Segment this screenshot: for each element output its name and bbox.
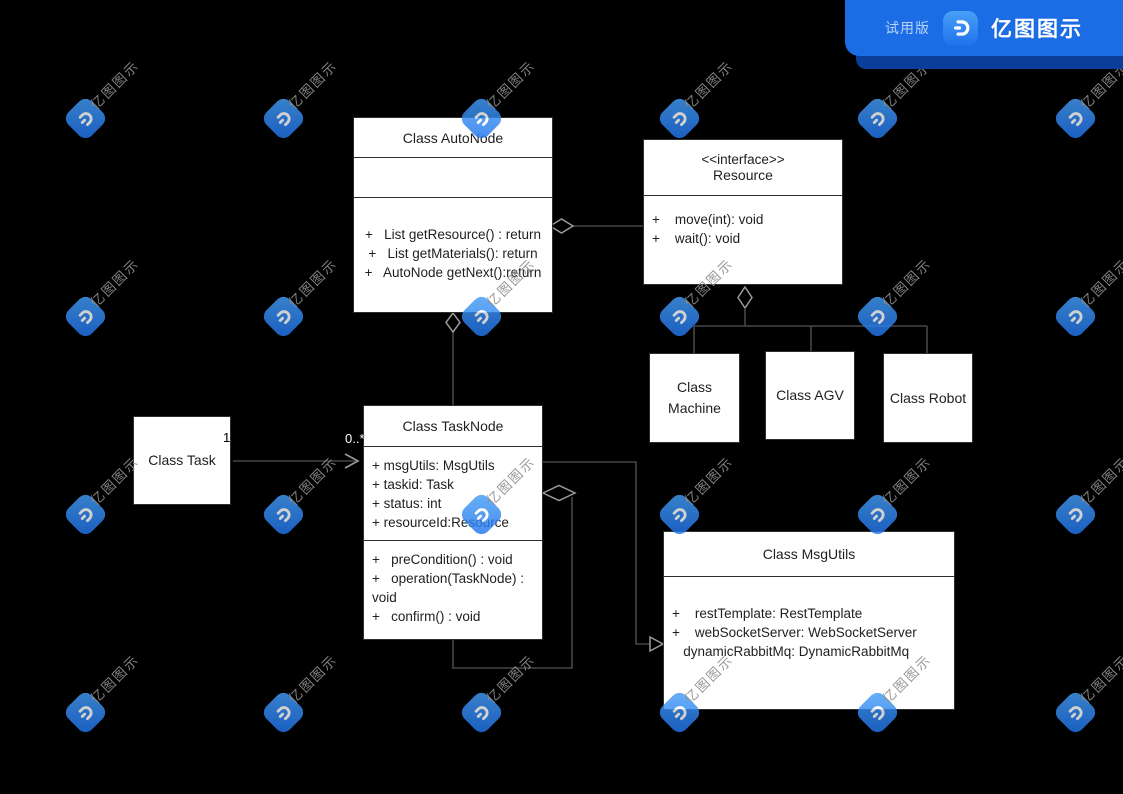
class-title: Class TaskNode [364, 406, 542, 447]
member-line: + wait(): void [652, 231, 741, 246]
multiplicity-label-many: 0..* [345, 431, 365, 446]
member-line: void [372, 590, 397, 605]
app-name-label: 亿图图示 [991, 18, 1083, 41]
class-box-machine[interactable]: Class Machine [649, 353, 740, 443]
class-title: Class Robot [889, 389, 967, 406]
member-line: + confirm() : void [372, 609, 481, 624]
aggregation-autonode-resource[interactable] [548, 218, 643, 234]
badge-shadow [856, 54, 1123, 69]
methods-compartment: + List getResource() : return + List getM… [354, 198, 552, 308]
stereotype-label: <<interface>> [701, 152, 785, 167]
member-line: + AutoNode getNext():return [364, 264, 542, 280]
multiplicity-label-one: 1 [223, 430, 231, 445]
trial-version-label: 试用版 [885, 20, 930, 36]
class-title: Class AutoNode [354, 118, 552, 158]
diamond [548, 218, 575, 234]
attributes-compartment [354, 158, 552, 198]
link-tasknode-msgutils[interactable] [543, 461, 665, 653]
diamond [737, 285, 753, 310]
member-line: + resourceId:Resource [372, 514, 509, 530]
attributes-compartment: + msgUtils: MsgUtils + taskid: Task + stat… [364, 447, 542, 541]
member-line: + msgUtils: MsgUtils [372, 457, 495, 473]
trial-badge[interactable]: 试用版 亿图图示 [845, 0, 1123, 56]
interface-title: <<interface>> Resource [644, 140, 842, 196]
class-title: Class MsgUtils [664, 532, 954, 577]
methods-compartment: + preCondition() : void + operation(TaskN… [364, 541, 542, 635]
class-title: Class Task [148, 452, 216, 468]
triangle-arrowhead [649, 635, 665, 653]
attributes-compartment: + restTemplate: RestTemplate + webSocketS… [664, 577, 954, 705]
member-line: + preCondition() : void [372, 552, 513, 567]
class-box-tasknode[interactable]: Class TaskNode + msgUtils: MsgUtils + tas… [363, 405, 543, 640]
class-box-autonode[interactable]: Class AutoNode + List getResource() : re… [353, 117, 553, 313]
interface-name: Resource [713, 167, 773, 183]
member-line: + webSocketServer: WebSocketServer [672, 625, 917, 640]
open-arrowhead [344, 453, 360, 469]
diamond [445, 311, 461, 334]
class-title: Class Machine [668, 379, 721, 416]
member-line: + restTemplate: RestTemplate [672, 606, 863, 621]
self-aggregation-tasknode[interactable] [452, 484, 577, 669]
class-title: Class AGV [776, 387, 844, 403]
member-line: + taskid: Task [372, 476, 454, 492]
member-line: + status: int [372, 495, 442, 511]
interface-box-resource[interactable]: <<interface>> Resource + move(int): void… [643, 139, 843, 285]
diamond [541, 484, 577, 502]
member-line: + List getResource() : return [365, 226, 541, 242]
aggregation-resource-implementations[interactable] [693, 285, 928, 353]
member-line: + move(int): void [652, 212, 764, 227]
member-line: + List getMaterials(): return [368, 245, 538, 261]
class-box-msgutils[interactable]: Class MsgUtils + restTemplate: RestTempl… [663, 531, 955, 710]
edraw-logo-icon [943, 10, 978, 46]
class-box-robot[interactable]: Class Robot [883, 353, 973, 443]
aggregation-tasknode-autonode[interactable] [445, 311, 461, 405]
member-line: dynamicRabbitMq: DynamicRabbitMq [672, 644, 910, 659]
class-box-task[interactable]: Class Task [133, 416, 231, 505]
member-line: + operation(TaskNode) : [372, 571, 524, 586]
class-box-agv[interactable]: Class AGV [765, 351, 855, 440]
methods-compartment: + move(int): void + wait(): void [644, 196, 842, 281]
association-task-tasknode[interactable] [233, 453, 360, 469]
